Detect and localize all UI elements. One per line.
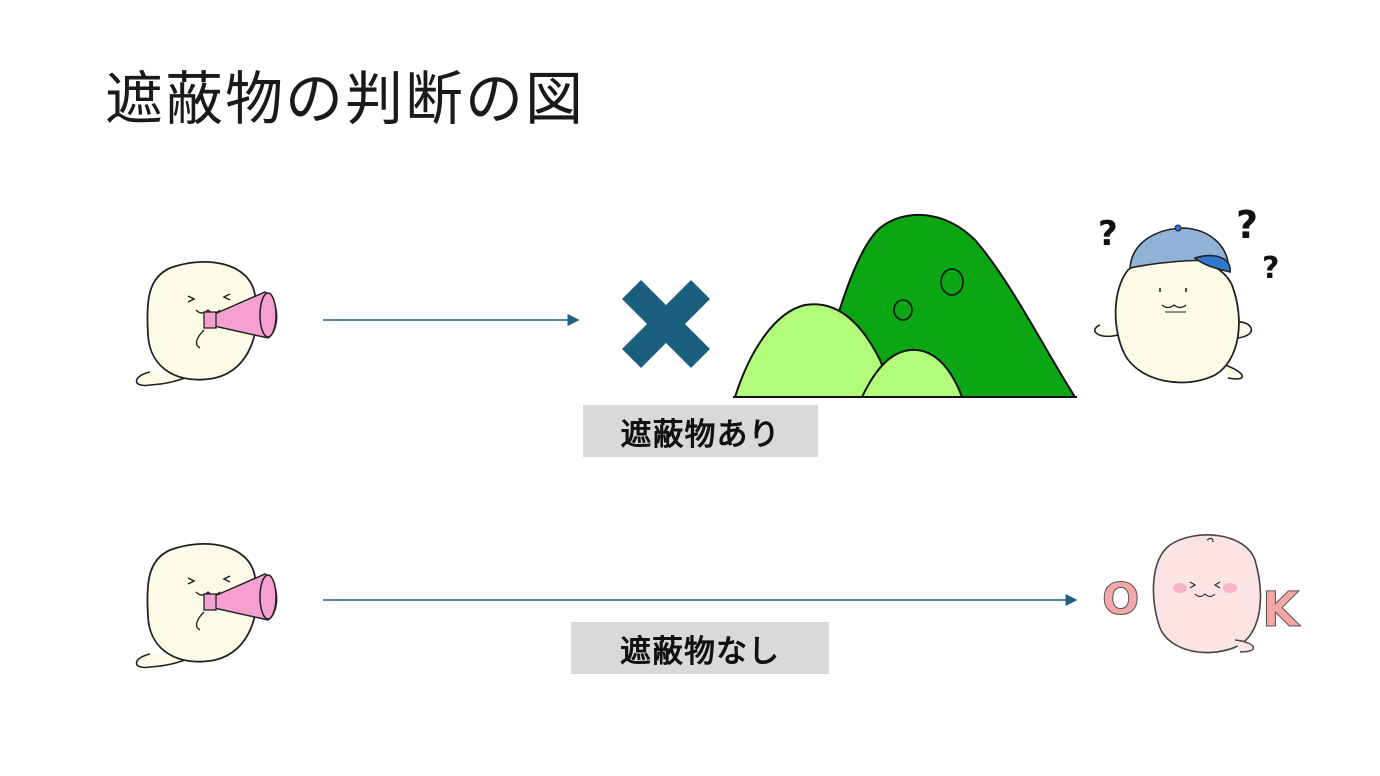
question-mark-2: ? bbox=[1236, 203, 1258, 247]
mountain-icon bbox=[733, 213, 1077, 398]
slide-title: 遮蔽物の判断の図 bbox=[105, 65, 586, 133]
speaker-seal-icon-top bbox=[135, 261, 278, 387]
label-obstacle-present: 遮蔽物あり bbox=[583, 405, 818, 457]
ok-letter-k: K bbox=[1262, 582, 1301, 638]
question-mark-3: ? bbox=[1262, 251, 1279, 286]
confused-seal-icon bbox=[1094, 224, 1253, 384]
ok-letter-o: O bbox=[1102, 574, 1139, 625]
label-obstacle-absent: 遮蔽物なし bbox=[571, 622, 829, 674]
question-mark-1: ? bbox=[1098, 214, 1118, 254]
ok-seal-icon bbox=[1152, 534, 1262, 654]
speaker-seal-icon-bottom bbox=[135, 543, 278, 669]
cross-icon bbox=[622, 280, 710, 368]
